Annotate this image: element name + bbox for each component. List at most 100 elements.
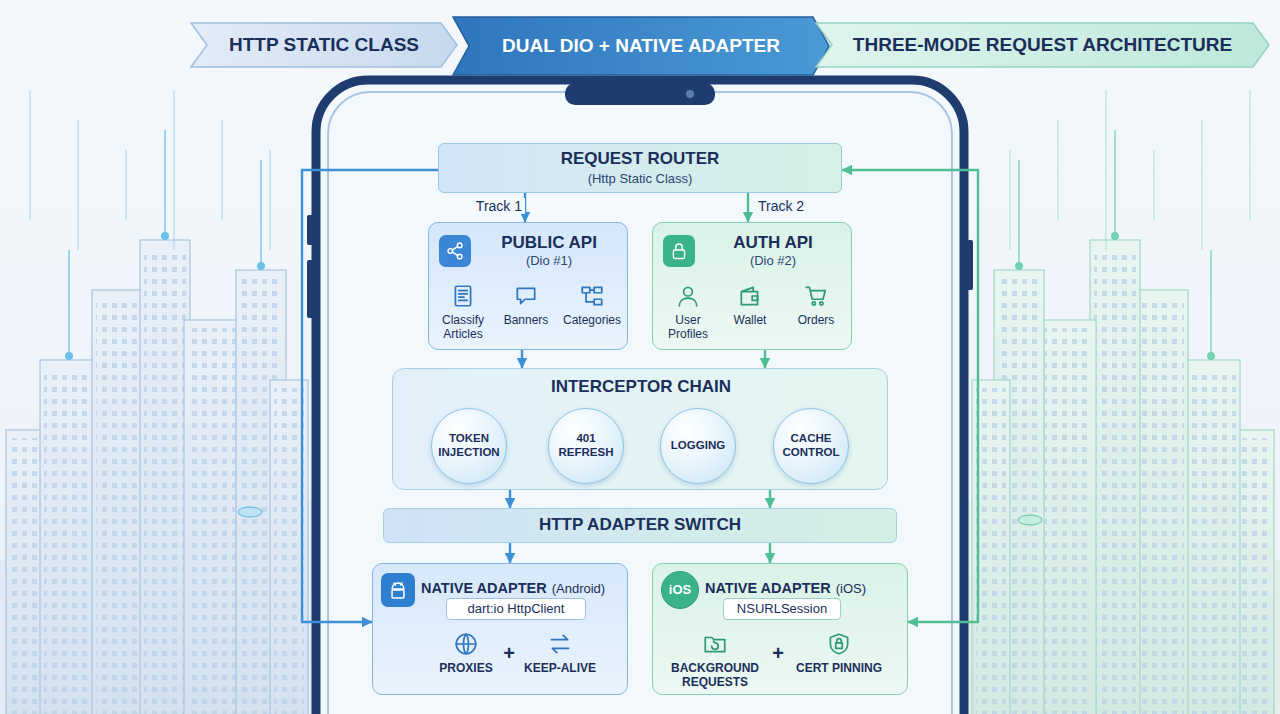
node-title: NATIVE ADAPTER — [421, 580, 547, 596]
edge-label: Track 1 — [455, 198, 525, 214]
shield-glyph — [830, 634, 847, 654]
node-title: Categories — [558, 313, 626, 327]
tab-shape — [816, 23, 1269, 67]
node-subtitle: (Http Static Class) — [588, 171, 693, 186]
connector — [769, 490, 771, 508]
feature-item: KEEP-ALIVE — [517, 631, 603, 689]
user-glyph — [679, 287, 696, 305]
node-subtitle: (Dio #1) — [475, 253, 623, 268]
node-title: iOS — [663, 582, 697, 597]
cart-glyph — [806, 287, 825, 305]
heading-group: INTERCEPTOR CHAIN — [393, 377, 889, 397]
path-shape — [676, 244, 683, 250]
data-stream — [269, 150, 271, 250]
swap-icon — [547, 631, 573, 657]
building — [40, 360, 98, 714]
rect-shape — [752, 296, 757, 300]
node-title: NSURLSession — [737, 601, 827, 616]
data-stream — [1249, 90, 1251, 220]
tab-shape — [453, 17, 829, 75]
icon-badge — [381, 573, 415, 607]
building-windows — [1094, 248, 1136, 714]
data-stream — [77, 120, 79, 250]
building-windows — [1186, 368, 1236, 714]
adapter-box: NATIVE ADAPTER(Android)dart:io HttpClien… — [372, 563, 628, 695]
share-glyph — [448, 243, 462, 259]
node-title: CACHE CONTROL — [777, 432, 845, 459]
path-shape — [456, 634, 476, 654]
node-subtitle: (iOS) — [836, 581, 866, 596]
circle-shape — [456, 634, 476, 654]
data-stream — [1105, 90, 1107, 250]
feature-item: BACKGROUND REQUESTS — [663, 631, 767, 693]
path-shape — [830, 634, 847, 654]
building-windows — [976, 388, 1006, 714]
building-windows — [188, 328, 238, 714]
node-title: HTTP STATIC CLASS — [229, 34, 419, 56]
data-stream — [29, 90, 31, 220]
rect-shape — [392, 590, 404, 598]
cart-icon — [803, 283, 829, 309]
feature-item: User Profiles — [656, 283, 720, 347]
phone-camera — [686, 90, 694, 98]
light-beam — [68, 250, 70, 360]
building-windows — [1138, 298, 1184, 714]
interceptor-circle: LOGGING — [660, 408, 736, 484]
feature-item: Classify Articles — [432, 283, 494, 347]
node-title: LOGGING — [664, 439, 732, 453]
connector — [521, 350, 523, 368]
beacon — [1111, 232, 1119, 240]
android-glyph — [392, 583, 404, 598]
data-stream — [173, 90, 175, 250]
path-shape — [517, 288, 534, 303]
swap-glyph — [551, 635, 568, 652]
edge-label: Track 2 — [755, 198, 825, 214]
interceptor-circle: TOKEN INJECTION — [431, 408, 507, 484]
beacon — [1015, 262, 1023, 270]
node-title: AUTH API — [699, 233, 847, 253]
globe-glyph — [456, 634, 476, 654]
interceptor-circle: 401 REFRESH — [548, 408, 624, 484]
data-stream — [1201, 120, 1203, 250]
feature-item: Categories — [558, 283, 626, 347]
phone-button — [307, 260, 313, 318]
building — [1134, 290, 1188, 714]
node-title: Banners — [497, 313, 555, 327]
node-title: PROXIES — [431, 661, 501, 675]
phone-button — [967, 240, 973, 290]
interceptor-circle: CACHE CONTROL — [773, 408, 849, 484]
data-stream — [221, 120, 223, 220]
lock-glyph — [673, 244, 684, 258]
building-windows — [44, 368, 94, 714]
beacon — [257, 262, 265, 270]
connector — [509, 490, 511, 508]
user-icon — [675, 283, 701, 309]
shield-icon — [826, 631, 852, 657]
light-beam — [1210, 250, 1212, 360]
node-title: CERT PINNING — [789, 661, 889, 675]
building — [1038, 320, 1096, 714]
node-title: HTTP ADAPTER SWITCH — [539, 515, 741, 535]
globe-icon — [453, 631, 479, 657]
platform-badge: iOS — [661, 571, 699, 609]
path-shape — [452, 246, 458, 255]
phone-button — [307, 215, 313, 245]
heading-group: NATIVE ADAPTER (Android) — [421, 579, 625, 597]
node-subtitle: (Android) — [552, 581, 605, 596]
feature-item: Orders — [782, 283, 850, 347]
connector — [747, 193, 749, 222]
building-windows — [274, 388, 304, 714]
api-box: AUTH API(Dio #2)User ProfilesWalletOrder… — [652, 222, 852, 350]
node-title: INTERCEPTOR CHAIN — [393, 377, 889, 397]
path-shape — [586, 290, 594, 302]
icon-badge — [439, 235, 471, 267]
rect-shape — [594, 299, 602, 304]
feature-item: Banners — [497, 283, 555, 347]
lock-icon — [663, 235, 695, 267]
icon-badge — [663, 235, 695, 267]
node-title: 401 REFRESH — [552, 432, 620, 459]
rect-shape — [594, 287, 602, 292]
node-title: DUAL DIO + NATIVE ADAPTER — [502, 35, 780, 57]
